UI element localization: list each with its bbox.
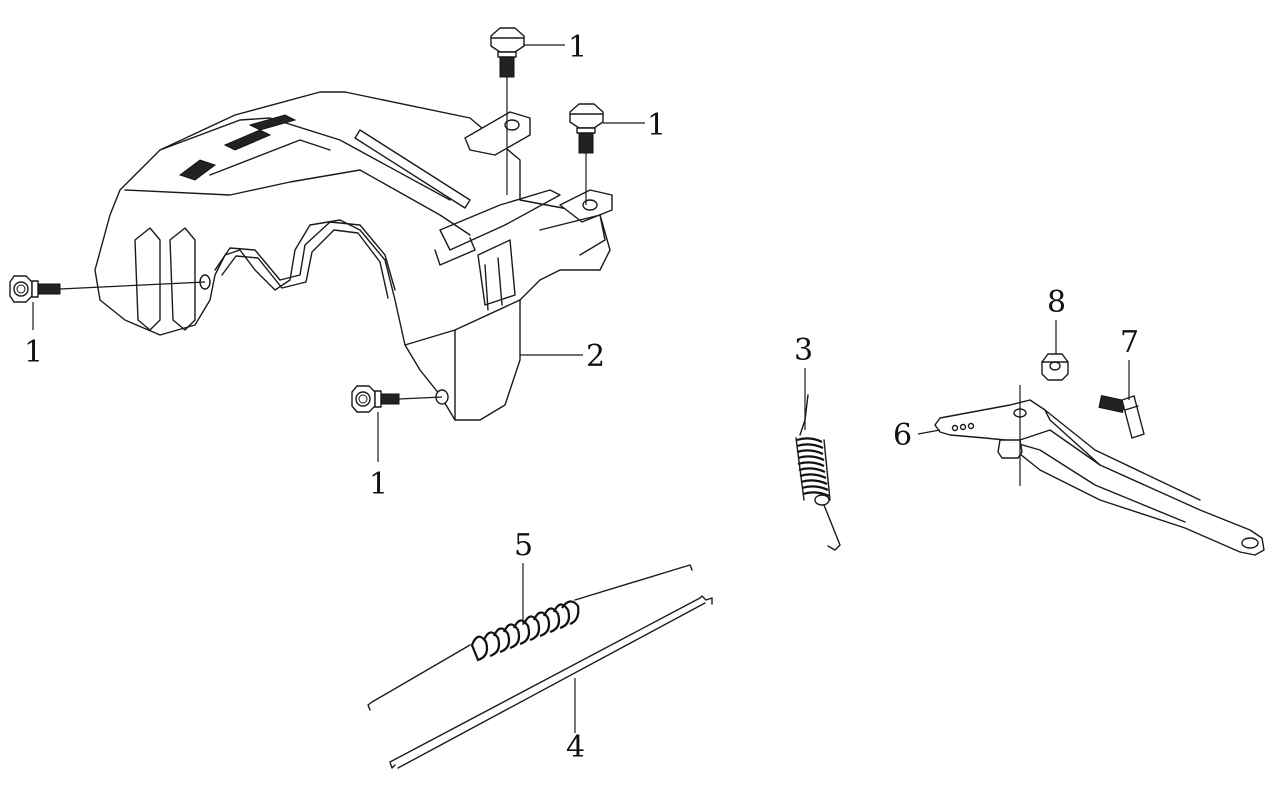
bolt-top-right [569,103,604,205]
rod [389,595,713,769]
callout-8: 8 [1047,285,1066,320]
callout-4: 4 [566,730,585,765]
callout-7: 7 [1120,325,1139,360]
callout-1-bottom: 1 [369,467,388,502]
bolt-top [490,27,525,195]
callout-1-left: 1 [24,335,43,370]
small-spring [795,394,841,551]
callout-6: 6 [893,418,912,453]
callout-1-top: 1 [568,30,587,65]
lever [917,385,1265,556]
callout-2: 2 [586,339,605,374]
leader-lines [32,44,806,462]
callout-1-top-right: 1 [647,108,666,143]
long-spring [367,563,693,711]
bolt-bottom [351,385,443,413]
callout-5: 5 [514,528,533,563]
callout-3: 3 [794,333,813,368]
t-bolt [1098,360,1145,439]
cover-guard [94,91,613,421]
bolt-left [9,275,206,303]
nut [1041,320,1069,381]
